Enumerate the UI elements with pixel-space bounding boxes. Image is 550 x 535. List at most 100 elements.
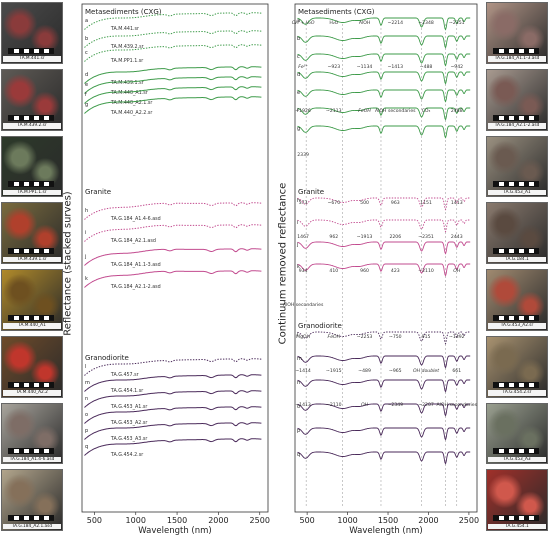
- series-letter: e: [85, 82, 88, 88]
- x-tick-label: 1500: [167, 516, 187, 525]
- sample-caption: TA.M.439.1.sr: [3, 256, 61, 262]
- annotation-label: 500: [360, 200, 369, 206]
- right-sample-photo: TA.G.184_A2.1-2.asd: [486, 68, 548, 131]
- annotation-label: AlOH secondaries: [375, 108, 416, 114]
- right-sample-photo: TA.G.454.1: [486, 469, 548, 531]
- spectrum-line: [84, 224, 262, 242]
- series-letter: f: [85, 92, 87, 98]
- annotation-label: Fe³⁺: [298, 64, 308, 70]
- sample-caption: TA.M.440_A1: [3, 323, 61, 329]
- annotation-label: OH: [453, 268, 461, 274]
- spectrum-line: [84, 248, 262, 266]
- annotation-label: ~2351: [449, 20, 465, 26]
- scale-bar: [493, 47, 539, 54]
- series-letter: j: [84, 254, 86, 260]
- series-letter: m: [85, 380, 90, 386]
- annotation-label: MgOH: [296, 334, 310, 340]
- sample-caption: TA.G.184_A1.1-3.asd: [488, 56, 546, 62]
- annotation-label: ~488: [420, 64, 433, 70]
- spectrum-line: [297, 35, 471, 49]
- right-sample-photo: TA.G.454.2.sr: [486, 335, 548, 398]
- series-letter: h: [85, 208, 88, 214]
- annotation-label: ~2110: [418, 268, 434, 274]
- right-sample-photo: TA.G.184.1: [486, 202, 548, 264]
- annotation-label: ~2113: [326, 108, 342, 114]
- annotation-label: ~965: [389, 368, 402, 374]
- spectrum-line: [84, 358, 262, 376]
- annotation-label: ~2253: [357, 334, 373, 340]
- annotation-label: ~670: [328, 200, 341, 206]
- annotation-label: ~1134: [357, 64, 373, 70]
- annotation-label: 1151: [420, 200, 432, 206]
- annotation-label: ~942: [450, 64, 463, 70]
- left-sample-photo: TA.M.439.1.sr: [1, 202, 63, 264]
- spectrum-line: [297, 403, 471, 417]
- right-sample-photo: TA.G.453_A3: [486, 402, 548, 465]
- right-sample-photo: TA.G.453_A2.sr: [486, 269, 548, 331]
- annotation-label: ~750: [389, 334, 402, 340]
- series-name: TA.M.440_A1.sr: [110, 90, 148, 96]
- spectrum-line: [84, 202, 262, 220]
- x-tick-label: 2000: [208, 516, 228, 525]
- annotation-label: ~2348: [418, 20, 434, 26]
- sample-caption: TA.G.184_A1.4-6.asd: [3, 456, 61, 463]
- annotation-label: ~1413: [295, 402, 311, 408]
- scale-bar: [8, 248, 54, 254]
- annotation-label: AlOH secondaries: [437, 402, 478, 408]
- series-name: TA.M.439.2.sr: [110, 44, 144, 50]
- annotation-label: H₂O: [329, 20, 338, 26]
- sample-caption: TA.M.441.sr: [3, 56, 61, 62]
- series-letter: a: [85, 18, 88, 24]
- spectrum-line: [297, 219, 471, 233]
- series-letter: o: [85, 412, 88, 418]
- annotation-label: 934: [299, 268, 308, 274]
- series-letter: i: [85, 230, 86, 236]
- series-letter: n: [297, 380, 300, 386]
- scale-bar: [8, 314, 54, 321]
- sample-caption: TA.G.454.2.sr: [488, 390, 546, 396]
- spectrum-line: [84, 422, 262, 440]
- scale-bar: [493, 381, 539, 388]
- spectrum-line: [297, 427, 471, 441]
- series-name: TA.M.440_A2.2.sr: [110, 110, 152, 116]
- sample-caption: TA.G.184_A2.1.asd: [3, 523, 61, 529]
- scale-bar: [493, 181, 539, 188]
- series-name: TA.G.453_A3.sr: [110, 436, 147, 442]
- right-sample-photo: TA.G.184_A1.1-3.asd: [486, 2, 548, 64]
- series-letter: c: [85, 50, 88, 56]
- scale-bar: [8, 448, 54, 455]
- scale-bar: [493, 448, 539, 455]
- left-sample-photo: TA.M.439.2.sr: [1, 68, 63, 131]
- x-tick-label: 2500: [250, 516, 270, 525]
- scale-bar: [8, 47, 54, 54]
- series-letter: k: [297, 264, 300, 270]
- scale-bar: [493, 314, 539, 321]
- spectrum-line: [297, 241, 471, 255]
- continuum-y-axis-label: Continuum removed reflectance: [277, 182, 289, 345]
- annotation-label: 2488: [451, 108, 463, 114]
- annotation-label: ~2214: [388, 20, 404, 26]
- series-letter: b: [85, 36, 88, 42]
- scale-bar: [493, 114, 539, 121]
- spectrum-line: [84, 270, 262, 288]
- series-letter: p: [297, 428, 300, 434]
- x-tick-label: 500: [87, 516, 102, 525]
- series-letter: o: [297, 404, 300, 410]
- spectrum-line: [84, 86, 262, 104]
- spectrum-line: [297, 331, 471, 345]
- annotation-label: ~2207: [418, 402, 434, 408]
- series-letter: h: [297, 198, 300, 204]
- series-letter: n: [85, 396, 88, 402]
- series-name: TA.G.453_A1.sr: [110, 404, 147, 410]
- series-name: TA.G.454.1.sr: [110, 388, 143, 394]
- annotation-label: 2339: [297, 152, 309, 158]
- left-sample-photo: TA.M.440_A2.2: [1, 335, 63, 398]
- annotation-label: ~923: [328, 64, 341, 70]
- annotation-label: 960: [360, 268, 369, 274]
- series-name: TA.G.184_A1.4-6.asd: [110, 216, 161, 222]
- x-tick-label: 1000: [126, 516, 146, 525]
- spectrum-line: [297, 379, 471, 393]
- annotation-label: ~1915: [326, 368, 342, 374]
- series-name: TA.G.184_A2.1.asd: [110, 238, 156, 244]
